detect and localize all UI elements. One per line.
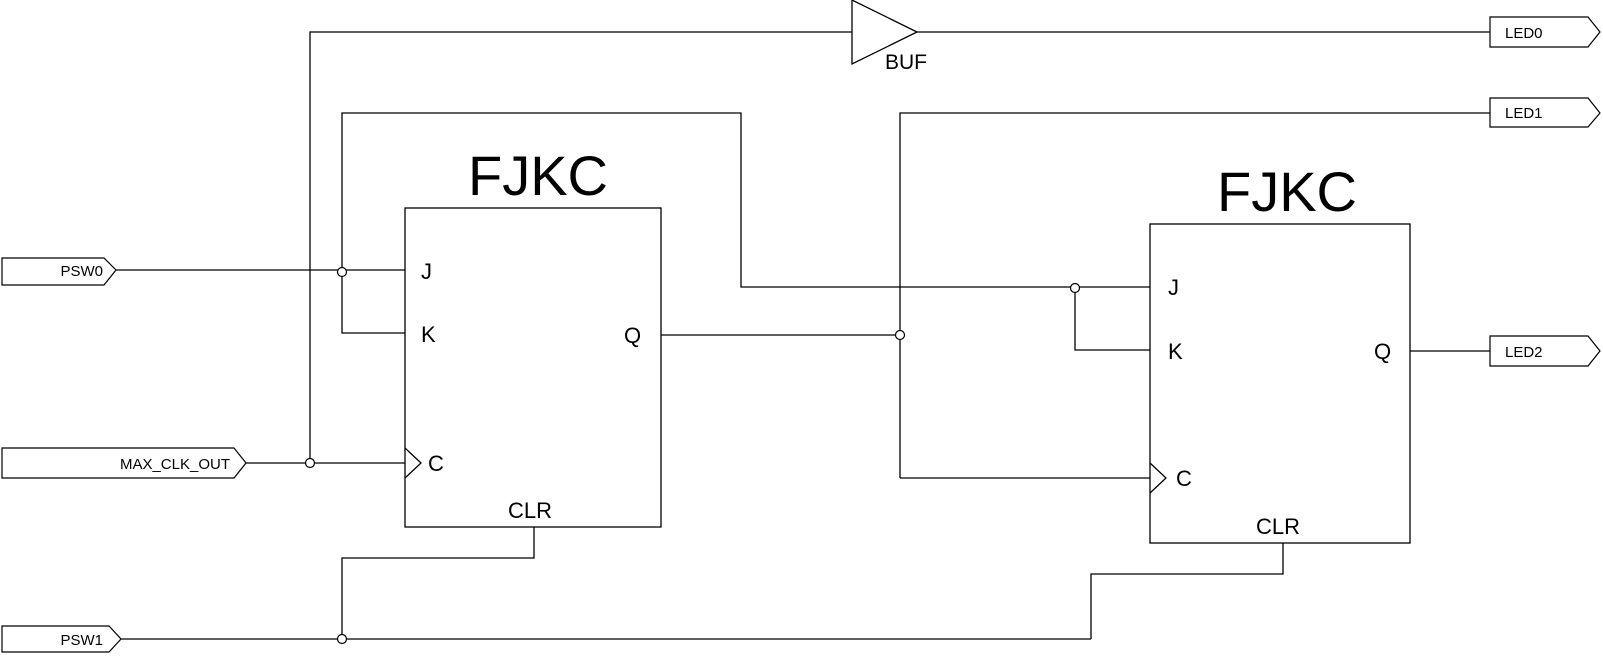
flipflop-1-pin-j: J <box>421 259 432 284</box>
input-port-psw0-label: PSW0 <box>60 263 103 280</box>
wire-clr1 <box>341 527 535 639</box>
output-port-led0[interactable]: LED0 <box>1489 16 1601 48</box>
input-port-clk-label: MAX_CLK_OUT <box>120 456 230 473</box>
junction-clk <box>304 457 316 469</box>
flipflop-1-type: FJKC <box>468 144 608 207</box>
wire-clk-buf <box>309 31 852 463</box>
input-port-clk-shape <box>1 447 247 479</box>
flipflop-1-body <box>404 207 662 528</box>
flipflop-2-pin-j: J <box>1168 275 1179 300</box>
output-port-led2-label: LED2 <box>1505 344 1543 361</box>
flipflop-2-pin-c: C <box>1176 466 1192 491</box>
wire-k1 <box>341 270 405 334</box>
flipflop-2-pin-q: Q <box>1374 339 1391 364</box>
flipflop-1-pin-k: K <box>421 322 436 347</box>
input-port-psw0[interactable]: PSW0 <box>1 257 117 286</box>
flipflop-2-pin-k: K <box>1168 339 1183 364</box>
wire-k2 <box>1074 287 1150 351</box>
junction-j2 <box>1069 282 1081 294</box>
flipflop-2-body <box>1149 223 1411 544</box>
output-port-led2-shape <box>1489 335 1601 367</box>
flipflop-2-clock-triangle-icon <box>1149 462 1167 494</box>
flipflop-1[interactable]: FJKC J K C Q CLR <box>404 144 662 528</box>
buffer-triangle-icon <box>851 0 919 66</box>
junctions <box>304 266 1081 645</box>
wires <box>116 31 1490 640</box>
junction-q1 <box>894 329 906 341</box>
wire-clr2 <box>1090 543 1284 639</box>
input-port-psw1-label: PSW1 <box>60 632 103 649</box>
flipflop-1-pin-clr: CLR <box>508 498 552 523</box>
output-port-led1-label: LED1 <box>1505 105 1543 122</box>
buffer-gate[interactable]: BUF <box>851 0 927 74</box>
output-port-led0-shape <box>1489 16 1601 48</box>
flipflop-2[interactable]: FJKC J K C Q CLR <box>1149 160 1411 544</box>
junction-psw0 <box>336 266 348 278</box>
buffer-label: BUF <box>885 51 927 74</box>
wire-q1-led1 <box>899 112 1490 478</box>
input-port-psw1[interactable]: PSW1 <box>1 625 122 653</box>
flipflop-1-pin-q: Q <box>624 323 641 348</box>
output-port-led1[interactable]: LED1 <box>1489 97 1601 128</box>
output-port-led1-shape <box>1489 97 1601 128</box>
output-port-led2[interactable]: LED2 <box>1489 335 1601 367</box>
flipflop-2-type: FJKC <box>1217 160 1357 223</box>
flipflop-1-pin-c: C <box>428 451 444 476</box>
input-port-psw1-shape <box>1 625 122 653</box>
output-port-led0-label: LED0 <box>1505 25 1543 42</box>
input-port-psw0-shape <box>1 257 117 286</box>
flipflop-1-clock-triangle-icon <box>404 447 422 479</box>
wire-j1-to-j2 <box>341 112 1150 288</box>
flipflop-2-pin-clr: CLR <box>1256 514 1300 539</box>
input-port-clk[interactable]: MAX_CLK_OUT <box>1 447 247 479</box>
junction-psw1 <box>336 633 348 645</box>
